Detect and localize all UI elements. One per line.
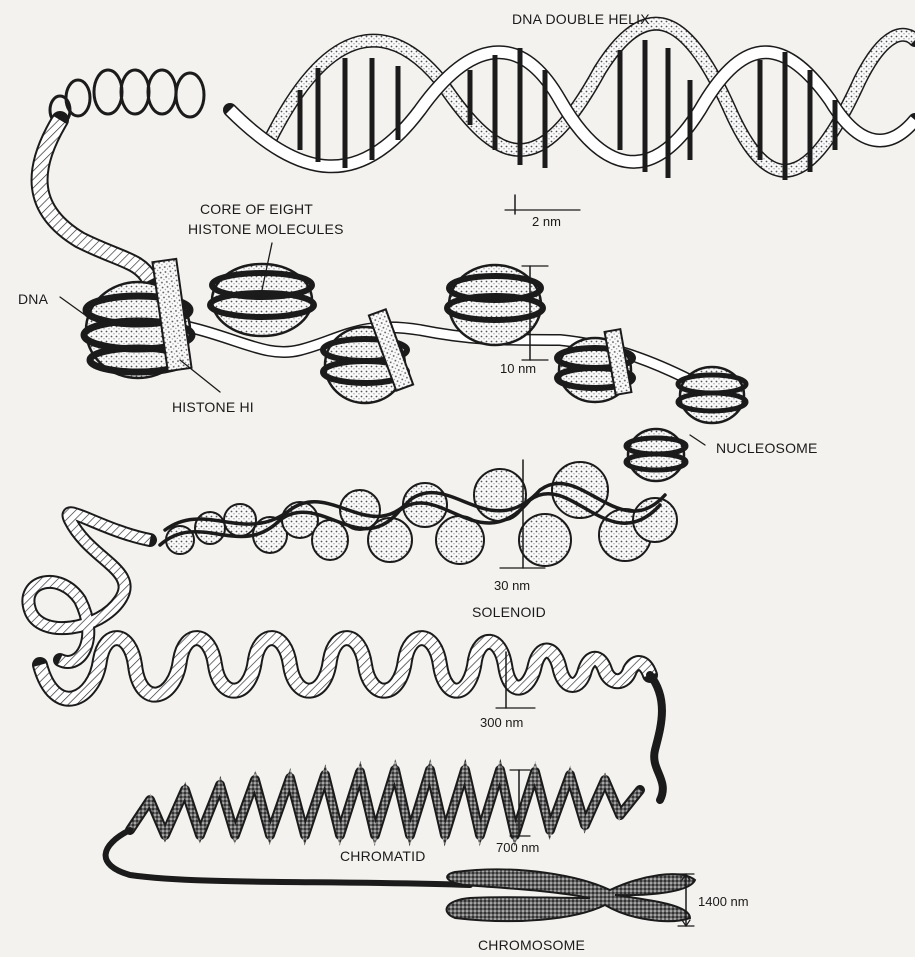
label-10nm: 10 nm [500,361,536,376]
nucleosome-chain [60,243,746,481]
dna-double-helix [40,24,915,280]
label-chromosome: CHROMOSOME [478,937,585,953]
label-nucleosome: NUCLEOSOME [716,440,818,456]
label-chromatid: CHROMATID [340,848,426,864]
label-solenoid: SOLENOID [472,604,546,620]
label-300nm: 300 nm [480,715,523,730]
label-700nm: 700 nm [496,840,539,855]
label-dna: DNA [18,291,49,307]
label-histone-h1: HISTONE HI [172,399,254,415]
label-30nm: 30 nm [494,578,530,593]
label-1400nm: 1400 nm [698,894,749,909]
chromatid-coil [106,770,640,885]
label-2nm: 2 nm [532,214,561,229]
label-core-line1: CORE OF EIGHT [200,201,313,217]
label-core-line2: HISTONE MOLECULES [188,221,344,237]
label-dna-double-helix: DNA DOUBLE HELIX [512,11,650,27]
chromosome [447,869,695,921]
scale-2nm [505,195,580,214]
